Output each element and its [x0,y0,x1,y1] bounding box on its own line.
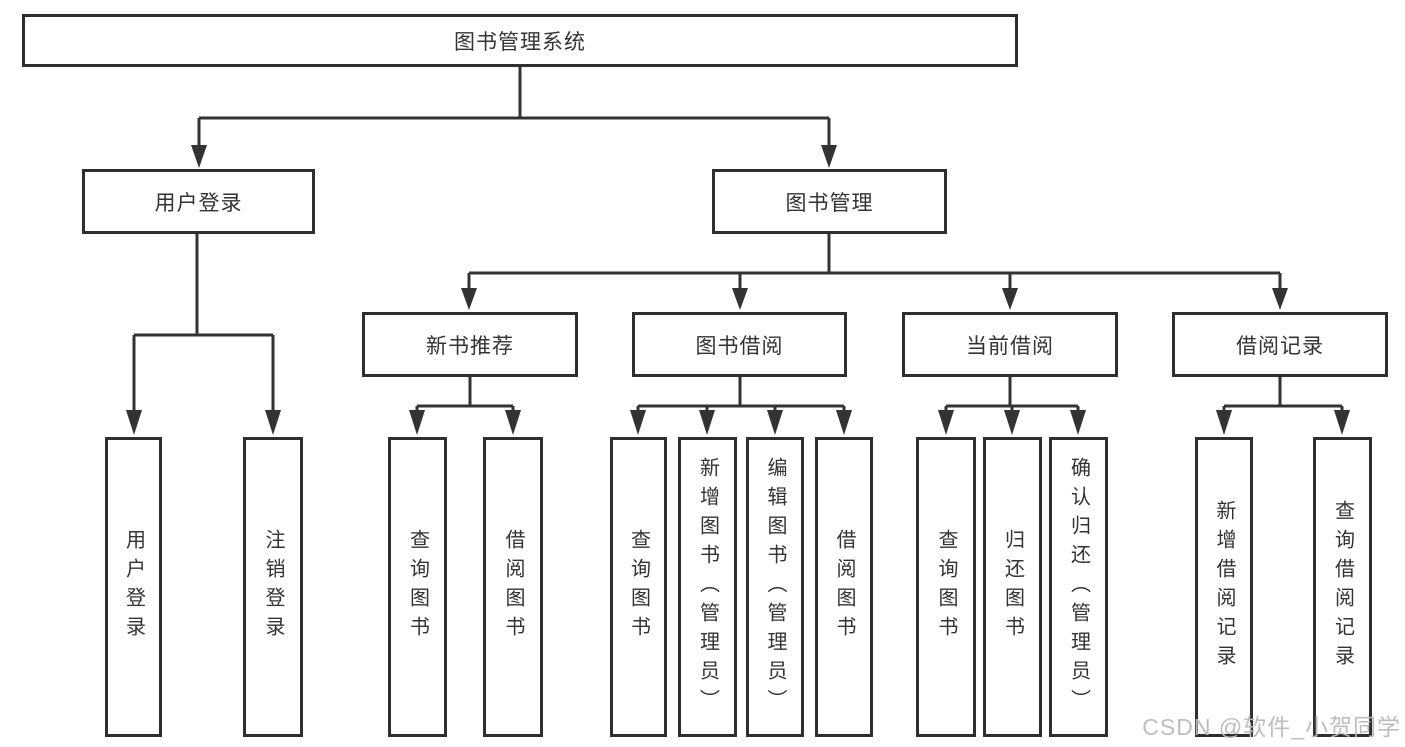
node-label: 查询图书 [627,529,650,645]
leaf-search-borrow-record: 查询借阅记录 [1313,437,1372,737]
leaf-add-book-admin: 新增图书（管理员） [678,437,737,737]
node-book-borrow: 图书借阅 [632,312,847,377]
node-label: 借阅记录 [1236,334,1324,358]
node-label: 查询借阅记录 [1331,500,1354,674]
connector-bookmgmt-to-level3 [467,234,1282,290]
leaf-search-book-recommend: 查询图书 [388,437,447,737]
leaf-borrow-book-recommend: 借阅图书 [483,437,543,737]
node-label: 确认归还（管理员） [1067,456,1090,718]
arrowheads-bookmgmt-to-level3 [461,288,1288,310]
node-label: 新增借阅记录 [1213,500,1235,674]
connector-userlogin-to-leaves [132,234,275,413]
node-label: 查询图书 [935,529,957,645]
arrowheads-records-to-leaves [1216,410,1350,435]
arrowheads-newbooks-to-leaves [409,410,521,435]
node-label: 用户登录 [154,191,243,215]
leaf-logout: 注销登录 [243,437,303,737]
node-label: 归还图书 [1001,529,1024,645]
node-label: 借阅图书 [833,529,855,645]
node-new-book-recommend: 新书推荐 [362,312,578,377]
leaf-return-book: 归还图书 [983,437,1042,737]
leaf-search-book-borrow: 查询图书 [610,437,667,737]
arrowheads-root-to-level2 [191,145,837,168]
node-label: 当前借阅 [966,334,1054,358]
leaf-borrow-book: 借阅图书 [815,437,873,737]
connector-bookborrow-to-leaves [636,377,846,414]
node-label: 借阅图书 [502,529,524,645]
node-user-login: 用户登录 [82,169,315,234]
node-current-borrow: 当前借阅 [902,312,1118,377]
leaf-confirm-return-admin: 确认归还（管理员） [1049,437,1108,737]
node-label: 用户登录 [122,529,145,645]
connector-newbooks-to-leaves [415,377,515,414]
node-book-management: 图书管理 [712,169,947,234]
node-label: 图书管理系统 [454,30,586,54]
node-library-management-system: 图书管理系统 [22,14,1018,67]
arrowheads-currentborrow-to-leaves [938,410,1086,435]
node-label: 编辑图书（管理员） [764,456,786,718]
leaf-edit-book-admin: 编辑图书（管理员） [746,437,804,737]
node-label: 图书借阅 [695,334,784,358]
node-label: 注销登录 [262,529,284,645]
leaf-user-login: 用户登录 [105,437,162,737]
arrowheads-userlogin-to-leaves [126,410,281,435]
leaf-add-borrow-record: 新增借阅记录 [1195,437,1253,737]
node-label: 新书推荐 [426,334,514,358]
node-label: 图书管理 [785,191,874,215]
node-label: 新增图书（管理员） [696,456,719,718]
leaf-search-book-current: 查询图书 [916,437,976,737]
csdn-watermark: CSDN @软件_小贺同学 [1142,714,1401,740]
node-label: 查询图书 [406,529,429,645]
connector-root-to-level2 [197,67,831,146]
connector-records-to-leaves [1222,377,1344,414]
node-borrow-records: 借阅记录 [1172,312,1388,377]
arrowheads-bookborrow-to-leaves [630,410,852,435]
connector-currentborrow-to-leaves [944,377,1080,414]
